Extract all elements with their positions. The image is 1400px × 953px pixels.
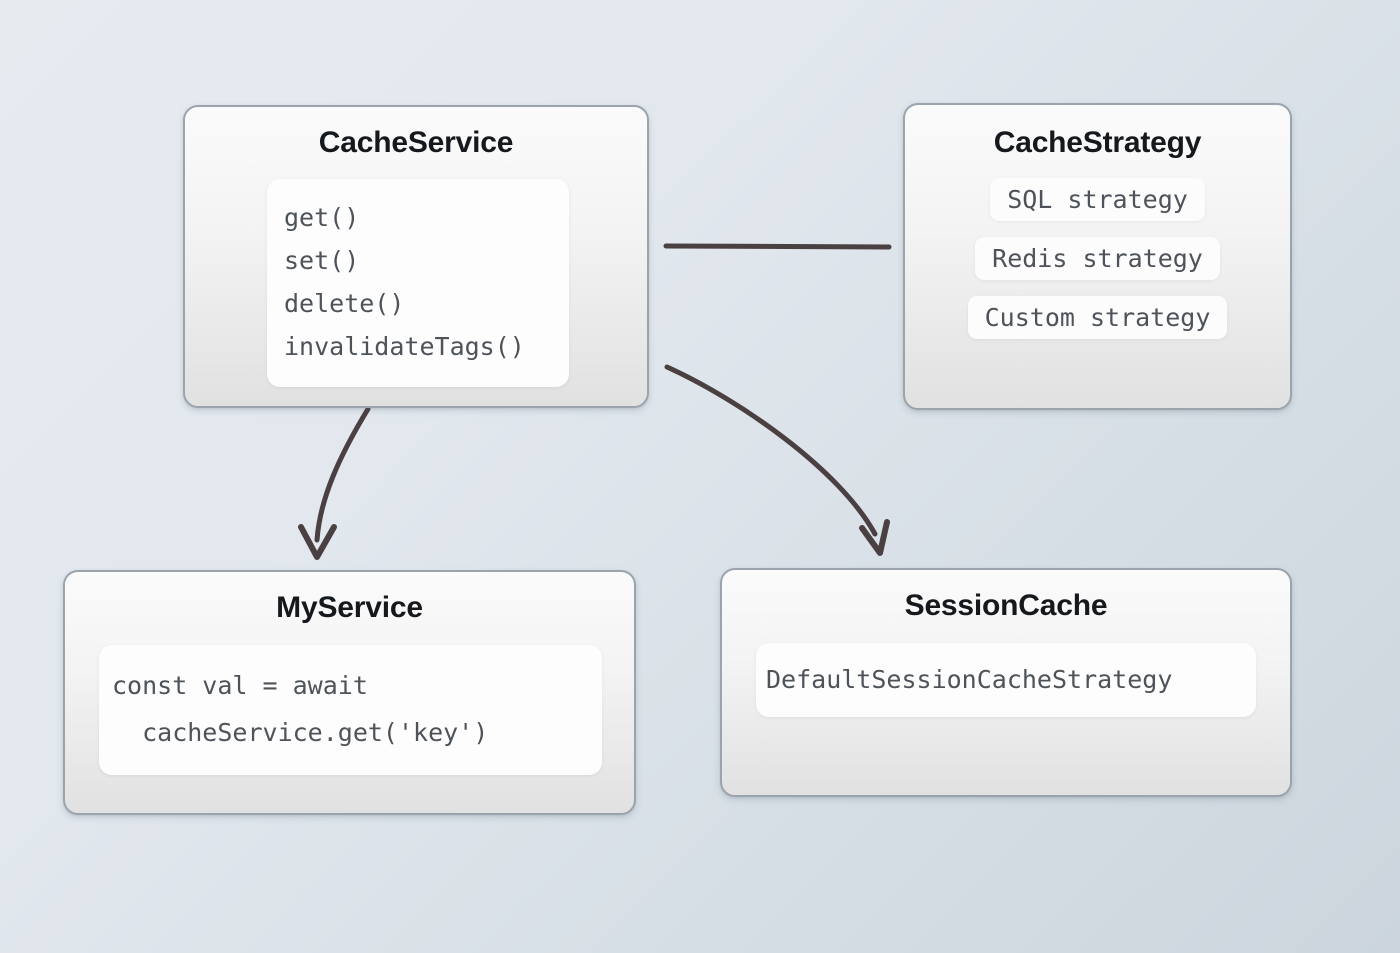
node-cache-strategy-title: CacheStrategy [993, 126, 1202, 159]
session-cache-code-block: DefaultSessionCacheStrategy [756, 643, 1256, 717]
arrowhead-my-service [298, 524, 337, 560]
method-item: get() [284, 203, 360, 232]
node-session-cache[interactable]: SessionCache DefaultSessionCacheStrategy [720, 568, 1292, 797]
cache-strategy-option-list: SQL strategy Redis strategy Custom strat… [905, 178, 1290, 339]
cache-service-method-list: get() set() delete() invalidateTags() [267, 179, 569, 387]
strategy-pill-redis[interactable]: Redis strategy [975, 237, 1220, 280]
my-service-code-block: const val = await cacheService.get('key'… [99, 645, 602, 775]
code-line: DefaultSessionCacheStrategy [766, 665, 1173, 694]
node-session-cache-title: SessionCache [904, 589, 1108, 622]
strategy-pill-custom[interactable]: Custom strategy [967, 296, 1228, 339]
method-item: delete() [284, 289, 405, 318]
connector-cache-service-to-my-service [314, 406, 371, 543]
node-cache-service[interactable]: CacheService get() set() delete() invali… [183, 105, 649, 408]
method-item: invalidateTags() [284, 332, 525, 361]
connector-cache-service-to-session-cache [664, 364, 878, 537]
node-cache-strategy[interactable]: CacheStrategy SQL strategy Redis strateg… [903, 103, 1292, 410]
code-line: cacheService.get('key') [112, 718, 489, 747]
code-line: const val = await [112, 671, 368, 700]
arrowhead-session-cache [859, 519, 890, 556]
node-my-service[interactable]: MyService const val = await cacheService… [63, 570, 636, 815]
method-item: set() [284, 246, 360, 275]
strategy-pill-sql[interactable]: SQL strategy [990, 178, 1205, 221]
node-my-service-title: MyService [276, 591, 423, 624]
connector-cache-service-to-cache-strategy [663, 243, 892, 250]
node-cache-service-title: CacheService [318, 126, 514, 159]
